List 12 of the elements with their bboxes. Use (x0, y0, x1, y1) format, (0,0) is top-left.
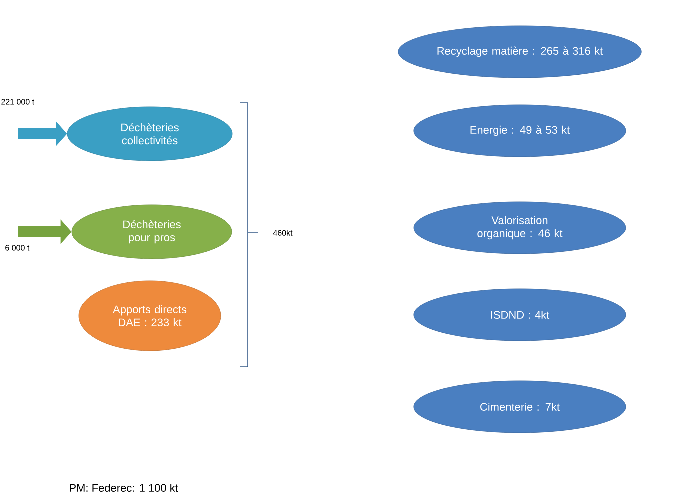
ellipse-node: Valorisation organique : 46 kt (414, 202, 626, 254)
edge-label: 6 000 t (6, 245, 30, 251)
note: PM: Federec: 1 100 kt (70, 484, 178, 492)
ellipse-node: Déchèteries collectivités (67, 106, 233, 162)
ellipse-node: Recyclage matière : 265 à 316 kt (398, 26, 642, 78)
ellipse-node: Apports directs DAE : 233 kt (78, 280, 222, 352)
ellipse-node: Energie : 49 à 53 kt (414, 104, 626, 158)
ellipse-node: Déchèteries pour pros (72, 204, 232, 260)
edge-label: 221 000 t (2, 99, 34, 105)
ellipse-node: Cimenterie : 7kt (414, 380, 626, 434)
total-label: 460kt (273, 230, 293, 236)
ellipse-node: ISDND : 4kt (414, 288, 626, 342)
